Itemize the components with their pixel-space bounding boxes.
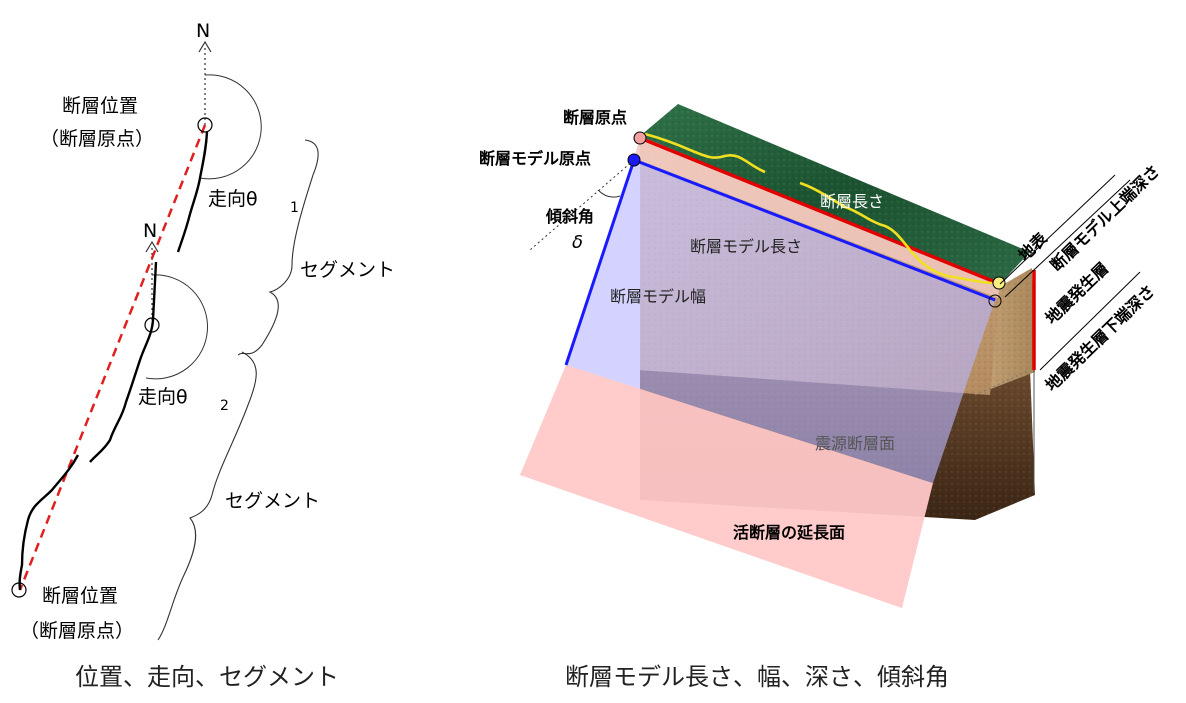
fault-dashed-line <box>18 124 207 591</box>
model-top-edge <box>633 158 996 302</box>
left-diagram: N N 断層位置 （断層原点） 走向θ 1 走向θ 2 セグメント セグメント … <box>11 20 395 691</box>
leader-seismogenic <box>1039 271 1141 371</box>
north-arrowhead-top-icon <box>198 40 212 53</box>
strike-arc-1 <box>199 74 262 180</box>
fault-origin-mid-marker <box>144 317 160 333</box>
segment-brace-1 <box>237 139 319 356</box>
surface-corner-marker <box>992 276 1006 290</box>
model-left-edge <box>564 159 636 366</box>
dip-angle-label: 傾斜角 <box>545 207 594 226</box>
source-plane-label: 震源断層面 <box>815 434 895 453</box>
fault-origin-top-label: （断層原点） <box>40 128 154 150</box>
model-corner-marker <box>988 294 1002 308</box>
right-caption: 断層モデル長さ、幅、深さ、傾斜角 <box>565 663 949 691</box>
surface-fault-trace <box>644 132 993 285</box>
north-arrowhead-mid-icon <box>145 240 159 253</box>
near-surface-strip <box>634 138 1000 298</box>
strike-1-label: 走向θ <box>208 188 258 210</box>
strike-2-sub: 2 <box>220 398 229 414</box>
left-caption: 位置、走向、セグメント <box>75 663 339 691</box>
segment-brace-2 <box>157 351 257 641</box>
model-origin-label: 断層モデル原点 <box>479 149 591 168</box>
fault-origin-marker <box>633 131 647 145</box>
fault-surface-edge <box>639 136 1001 286</box>
fault-origin-bottom-marker <box>11 582 27 598</box>
model-width-label: 断層モデル幅 <box>610 287 706 306</box>
extension-plane <box>520 365 933 608</box>
dip-arc <box>597 189 621 198</box>
model-top-depth-label: 断層モデル上端深さ <box>1047 161 1164 275</box>
leader-model-top <box>1004 179 1131 298</box>
strike-2-label: 走向θ <box>138 386 188 408</box>
north-label-top: N <box>196 20 210 42</box>
fault-trace-middle <box>89 261 158 463</box>
seismogenic-layer-label: 地震発生層 <box>1042 259 1113 328</box>
extension-plane-label: 活断層の延長面 <box>733 523 845 542</box>
strike-1-sub: 1 <box>290 200 299 216</box>
leader-surface <box>999 174 1116 285</box>
segment-2-label: セグメント <box>225 490 320 512</box>
fault-position-bottom-label: 断層位置 <box>42 585 118 607</box>
fault-trace-lower <box>18 454 80 591</box>
ground-surface-noise <box>640 104 1030 284</box>
right-diagram: 断層原点 断層モデル原点 傾斜角 δ 断層長さ 断層モデル長さ 断層モデル幅 震… <box>479 104 1163 691</box>
fault-position-top-label: 断層位置 <box>62 95 138 117</box>
fault-origin-bottom-label: （断層原点） <box>20 620 134 642</box>
fault-length-label: 断層長さ <box>820 192 884 211</box>
strike-arc-2 <box>145 274 208 380</box>
depth-guide <box>974 369 1031 396</box>
model-length-label: 断層モデル長さ <box>690 237 802 256</box>
fault-origin-top-marker <box>197 117 213 133</box>
fault-origin-label: 断層原点 <box>563 108 627 127</box>
north-label-mid: N <box>143 220 157 242</box>
fault-trace-upper <box>176 131 209 253</box>
dip-symbol-label: δ <box>572 232 583 253</box>
source-fault-plane <box>566 160 995 483</box>
segment-1-label: セグメント <box>300 259 395 281</box>
